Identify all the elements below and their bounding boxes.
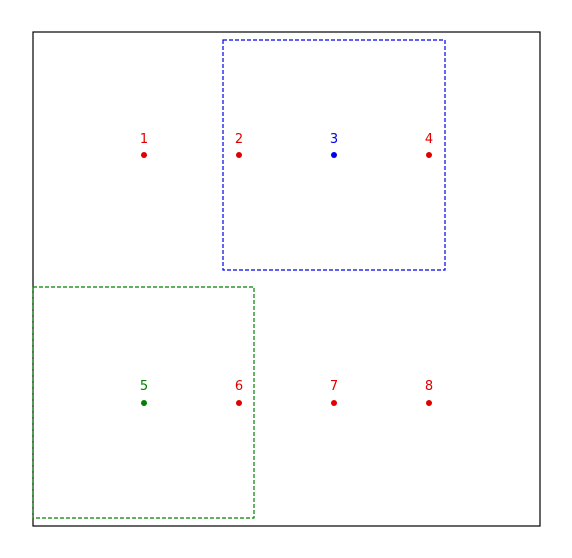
point-5-label: 5 xyxy=(140,379,148,394)
point-7-label: 7 xyxy=(330,379,338,394)
point-3: 3 xyxy=(330,132,338,158)
point-6: 6 xyxy=(235,379,243,406)
point-1-dot xyxy=(141,152,147,158)
point-2-label: 2 xyxy=(235,132,243,147)
point-8-dot xyxy=(426,400,432,406)
point-3-label: 3 xyxy=(330,132,338,147)
point-4: 4 xyxy=(425,132,433,158)
point-6-label: 6 xyxy=(235,379,243,394)
point-7-dot xyxy=(331,400,337,406)
point-3-dot xyxy=(331,152,337,158)
point-1-label: 1 xyxy=(140,132,148,147)
point-8-label: 8 xyxy=(425,379,433,394)
green-dashed-box xyxy=(32,286,255,519)
point-2-dot xyxy=(236,152,242,158)
point-4-label: 4 xyxy=(425,132,433,147)
point-2: 2 xyxy=(235,132,243,158)
plot-frame xyxy=(32,31,541,527)
point-7: 7 xyxy=(330,379,338,406)
point-5: 5 xyxy=(140,379,148,406)
point-1: 1 xyxy=(140,132,148,158)
point-5-dot xyxy=(141,400,147,406)
point-4-dot xyxy=(426,152,432,158)
point-8: 8 xyxy=(425,379,433,406)
point-6-dot xyxy=(236,400,242,406)
blue-dashed-box xyxy=(222,39,446,271)
